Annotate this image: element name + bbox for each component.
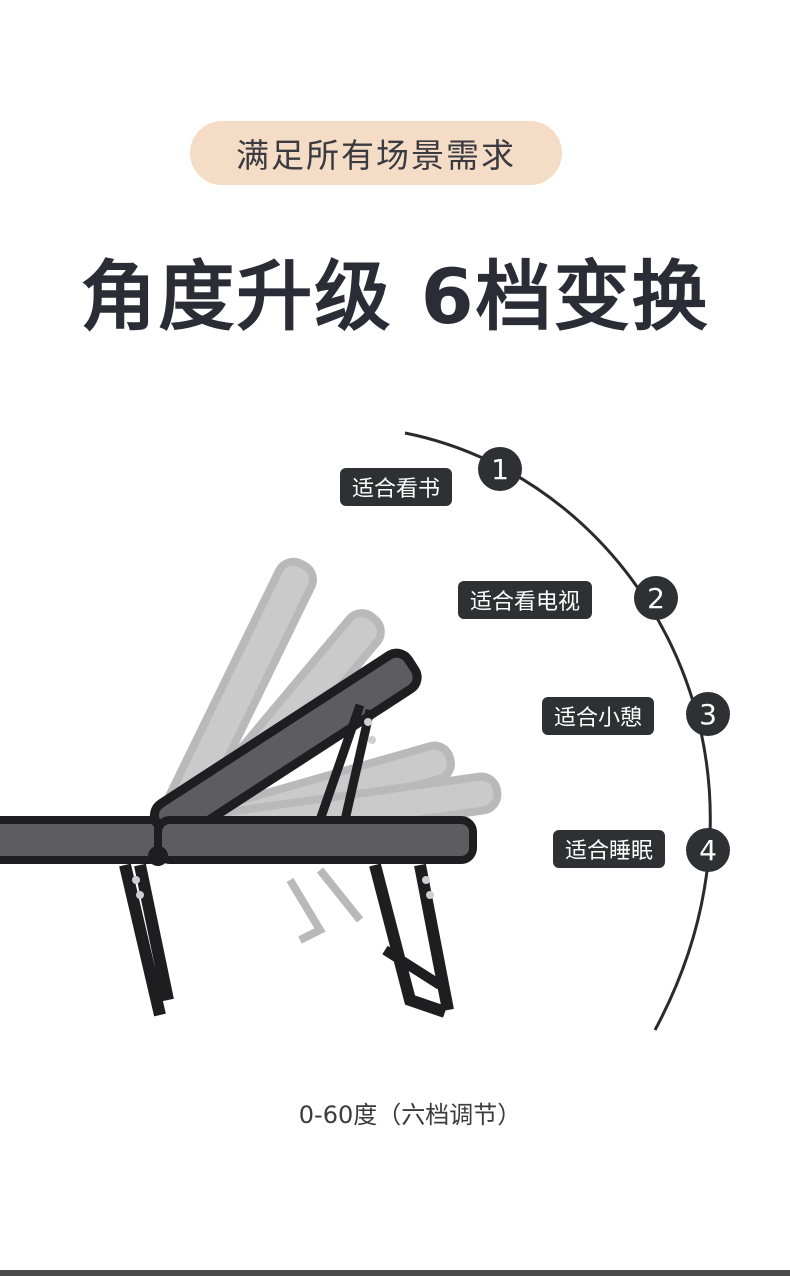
folding-bed-illustration <box>0 431 712 1031</box>
position-number-1: 1 <box>478 447 522 491</box>
position-number-4: 4 <box>686 828 730 872</box>
seat-panel-right <box>154 816 477 864</box>
page-title: 角度升级 6档变换 <box>80 252 710 341</box>
position-label-3: 适合小憩 <box>542 697 655 735</box>
position-label-1: 适合看书 <box>340 468 453 506</box>
right-leg <box>369 863 454 1018</box>
scene-badge: 满足所有场景需求 <box>190 121 562 185</box>
ghost-backrests <box>160 557 502 944</box>
position-number-2: 2 <box>634 576 678 620</box>
position-number-3: 3 <box>686 692 730 736</box>
left-leg <box>119 863 174 1017</box>
angle-caption: 0-60度（六档调节） <box>298 1101 522 1129</box>
badge-text: 满足所有场景需求 <box>236 136 516 175</box>
position-label-4: 适合睡眠 <box>553 830 666 868</box>
seat-panel-left <box>0 816 162 864</box>
position-label-2: 适合看电视 <box>458 581 593 619</box>
bottom-divider <box>0 1270 790 1276</box>
backrest-support <box>315 703 375 822</box>
